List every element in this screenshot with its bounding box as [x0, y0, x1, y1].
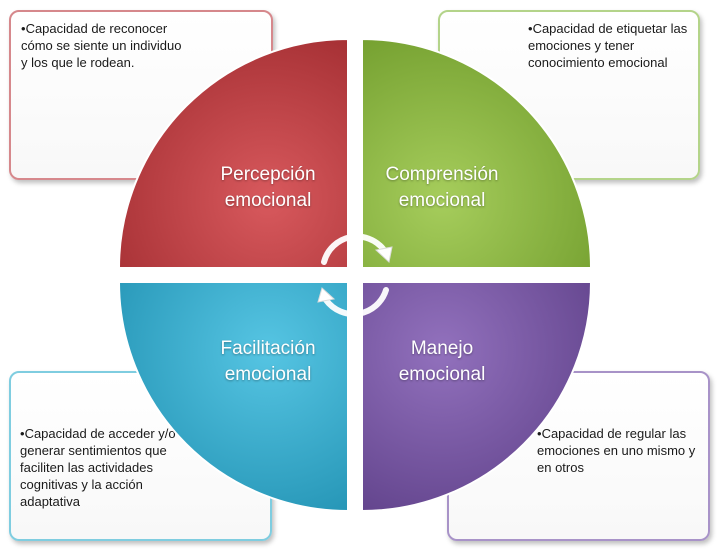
arrow-head-right-icon [374, 246, 393, 263]
cycle-arrows-icon [321, 233, 389, 317]
quadrant-percepcion [117, 37, 349, 269]
description-text-percepcion: Capacidad de reconocer cómo se siente un… [21, 20, 186, 71]
quadrant-manejo [361, 281, 593, 513]
description-text-comprension: Capacidad de etiquetar las emociones y t… [528, 20, 693, 71]
description-text-facilitacion: Capacidad de acceder y/o generar sentimi… [20, 425, 185, 510]
quadrant-facilitacion [117, 281, 349, 513]
arrow-head-left-icon [317, 287, 336, 303]
description-text-manejo: Capacidad de regular las emociones en un… [537, 425, 702, 476]
quadrant-comprension [361, 37, 593, 269]
